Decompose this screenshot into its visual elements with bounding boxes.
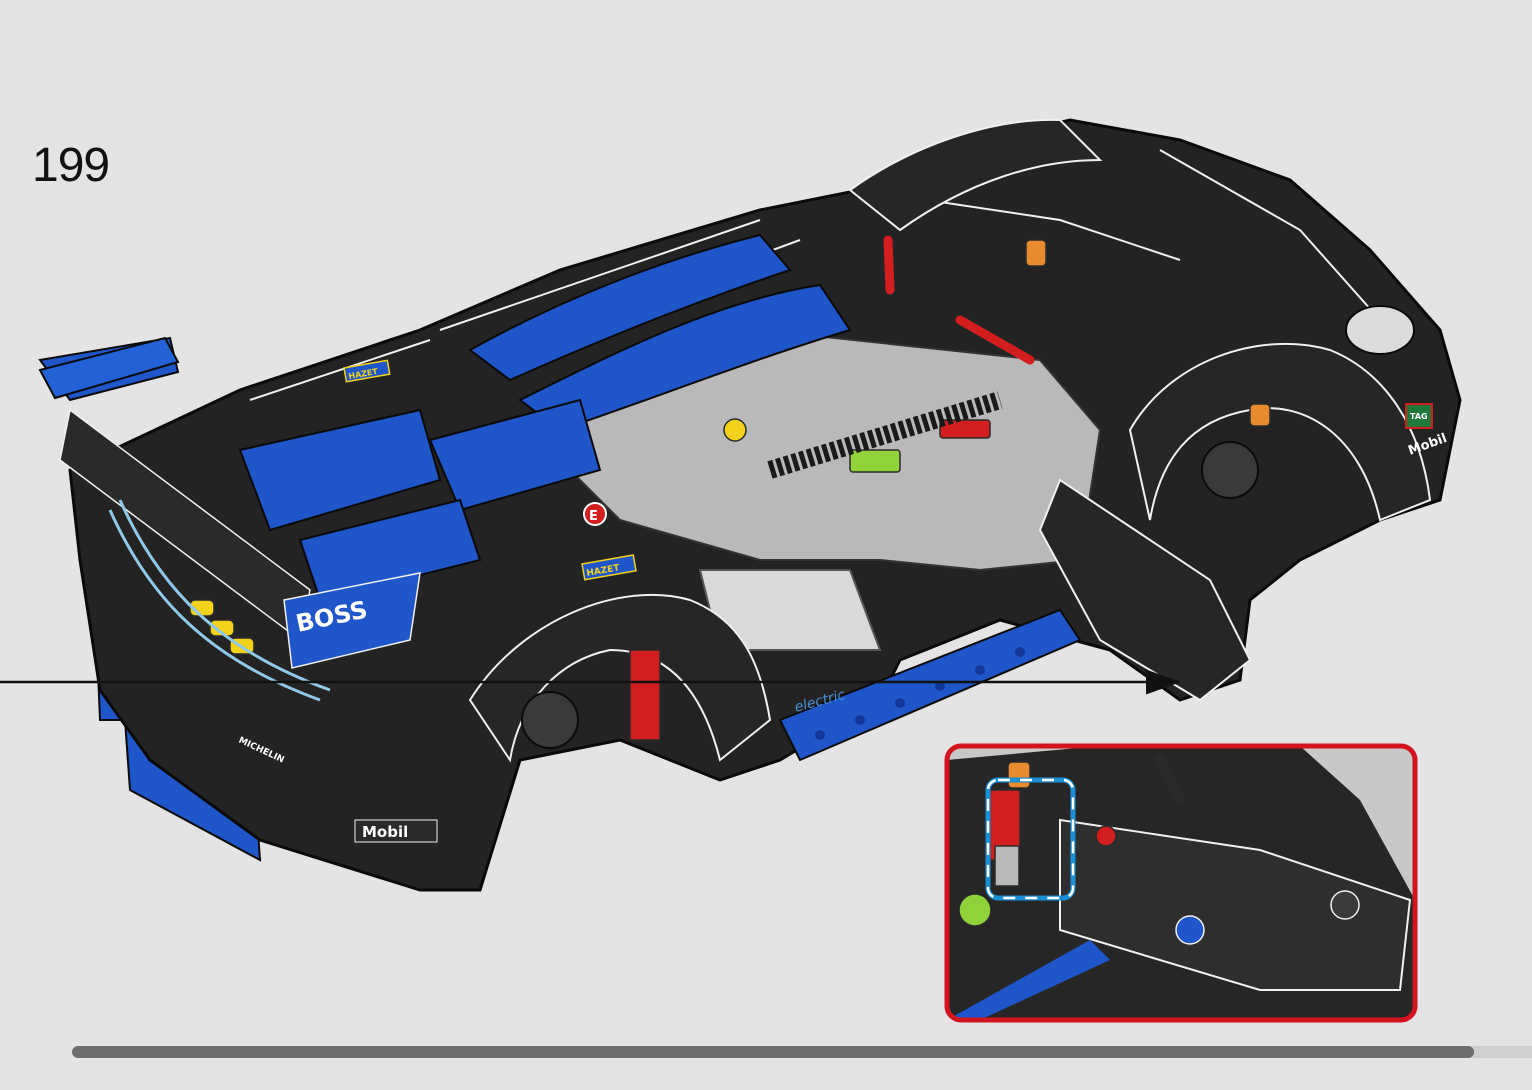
mobil-sticker-label: Mobil [362, 823, 408, 841]
e-sticker: E [584, 503, 606, 525]
tag-sticker: TAG [1406, 404, 1432, 428]
rear-hub [522, 692, 578, 748]
yellow-cross-connector [724, 419, 746, 441]
red-axle [940, 420, 990, 438]
headlight [1346, 306, 1414, 354]
detail-callout [947, 746, 1415, 1020]
callout-zoom-content [947, 746, 1415, 1020]
lime-axle-connector [850, 450, 900, 472]
orange-connector-2 [1250, 404, 1270, 426]
e-sticker-label: E [589, 509, 598, 524]
red-upright [630, 650, 660, 740]
front-hub [1202, 442, 1258, 498]
orange-connector [1026, 240, 1046, 266]
mobil-sticker: Mobil [355, 820, 437, 842]
tag-sticker-label: TAG [1410, 412, 1428, 421]
